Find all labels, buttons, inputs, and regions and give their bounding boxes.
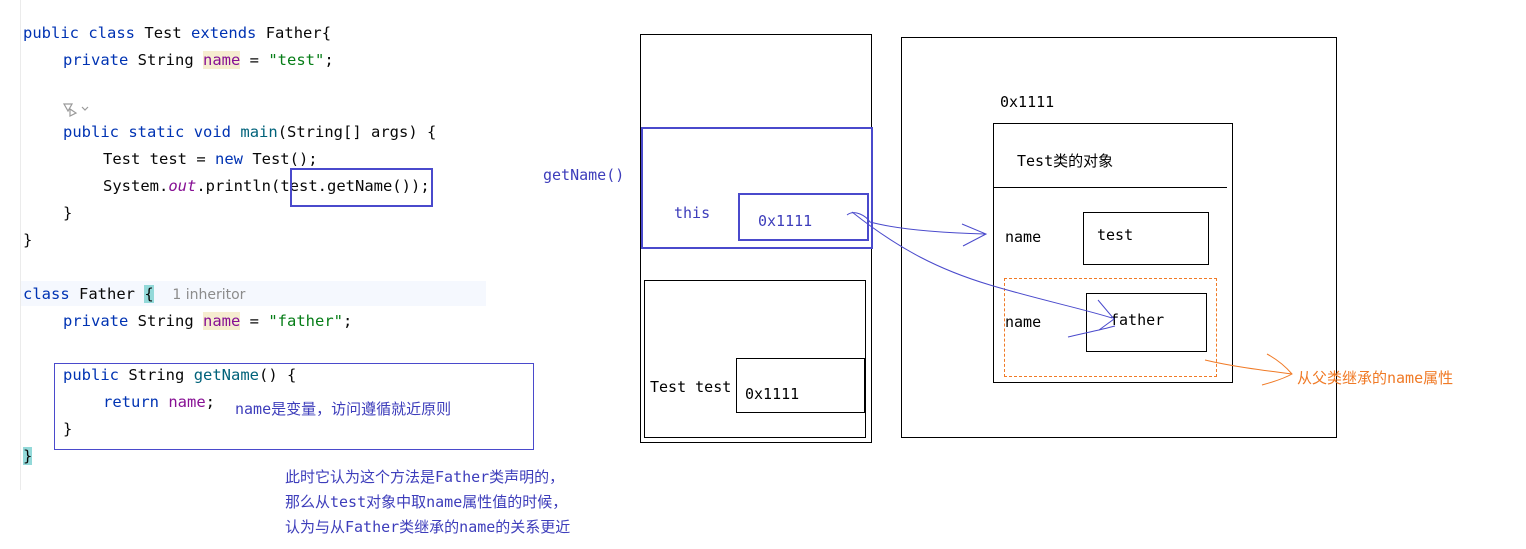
keyword: private: [63, 312, 129, 330]
operator: =: [240, 51, 269, 69]
code-line-9: class Father { 1 inheritor: [23, 281, 245, 308]
code-line-10: private String name = "father";: [63, 308, 352, 335]
field1-value-box: [1083, 212, 1209, 265]
constructor: Test();: [242, 150, 318, 168]
keyword: void: [193, 123, 232, 141]
arrow-to-father-field: [851, 211, 1116, 338]
code-line-5: Test test = new Test();: [103, 146, 318, 173]
keyword: static: [128, 123, 185, 141]
keyword: private: [63, 51, 129, 69]
name-variable-note: name是变量，访问遵循就近原则: [235, 400, 452, 418]
code-line-1: public class Test extends Father{: [23, 20, 331, 47]
keyword: public: [63, 366, 119, 384]
editor-gutter-edge: [20, 0, 21, 490]
type: String: [137, 51, 194, 69]
this-label: this: [674, 204, 711, 222]
keyword: public: [23, 24, 79, 42]
object-title: Test类的对象: [1017, 152, 1114, 170]
keyword: return: [103, 393, 159, 411]
declaration: Test test =: [103, 150, 215, 168]
parent-class: Father{: [265, 24, 332, 42]
string-literal: "test": [268, 51, 325, 69]
code-line-12: return name;: [103, 389, 215, 416]
class-name: Father: [79, 285, 136, 303]
static-field: out: [168, 177, 197, 195]
code-line-14: }: [23, 443, 33, 470]
current-line-highlight: [20, 281, 486, 306]
object-divider: [993, 187, 1227, 188]
field1-value: test: [1097, 226, 1134, 244]
field2-name: name: [1005, 313, 1042, 331]
class-name: Test: [144, 24, 182, 42]
params: () {: [259, 366, 297, 384]
getname-frame-label: getName(): [543, 166, 625, 184]
field-name: name: [203, 51, 241, 69]
operator: =: [240, 312, 269, 330]
method-name: getName: [193, 366, 260, 384]
getname-call: test.getName(): [280, 177, 411, 195]
this-value: 0x1111: [758, 212, 813, 230]
semicolon: ;: [205, 393, 216, 411]
code-line-8: }: [23, 231, 33, 249]
keyword: public: [63, 123, 119, 141]
getname-call-box: [290, 168, 433, 207]
main-value: 0x1111: [745, 385, 800, 403]
test-object: [993, 123, 1233, 383]
system: System.: [103, 177, 169, 195]
explanation-line-2: 那么从test对象中取name属性值的时候，: [285, 493, 568, 511]
inherited-region: [1004, 278, 1217, 377]
code-line-13: }: [63, 420, 73, 438]
getname-frame: [641, 127, 873, 249]
main-test-variable: Test test: [650, 378, 732, 396]
close-paren: );: [410, 177, 430, 195]
explanation-line-1: 此时它认为这个方法是Father类声明的，: [285, 468, 565, 486]
inherited-note: 从父类继承的name属性: [1297, 369, 1454, 387]
field1-name: name: [1005, 228, 1042, 246]
explanation-line-3: 认为与从Father类继承的name的关系更近: [285, 518, 571, 536]
code-line-4: public static void main(String[] args) {: [63, 119, 436, 146]
keyword: extends: [191, 24, 257, 42]
field2-value-box: [1086, 293, 1207, 352]
field-name: name: [168, 393, 206, 411]
heap-area: [901, 37, 1337, 438]
brace: }: [23, 447, 33, 465]
arrow-to-name-field: [846, 212, 988, 247]
keyword: class: [88, 24, 136, 42]
method-name: main: [240, 123, 278, 141]
heap-address: 0x1111: [1000, 93, 1055, 111]
code-line-2: private String name = "test";: [63, 47, 334, 74]
inheritor-hint[interactable]: 1 inheritor: [172, 287, 246, 303]
brace: {: [144, 285, 154, 303]
field2-value: father: [1110, 311, 1165, 329]
this-value-box: [738, 193, 869, 241]
semicolon: ;: [343, 312, 353, 330]
println: .println(: [196, 177, 281, 195]
code-line-6: System.out.println(test.getName());: [103, 173, 430, 200]
getname-method-box: [54, 363, 534, 450]
main-value-box: [736, 358, 865, 413]
type: String: [137, 312, 194, 330]
params: (String[] args) {: [277, 123, 437, 141]
run-gutter-icon[interactable]: [60, 99, 94, 119]
string-literal: "father": [268, 312, 343, 330]
arrow-inherited-note: [1204, 353, 1293, 386]
keyword: new: [214, 150, 243, 168]
code-line-11: public String getName() {: [63, 362, 296, 389]
type: String: [128, 366, 185, 384]
semicolon: ;: [324, 51, 334, 69]
code-line-7: }: [63, 204, 73, 222]
keyword: class: [23, 285, 70, 303]
field-name: name: [203, 312, 241, 330]
main-frame: [644, 280, 866, 438]
